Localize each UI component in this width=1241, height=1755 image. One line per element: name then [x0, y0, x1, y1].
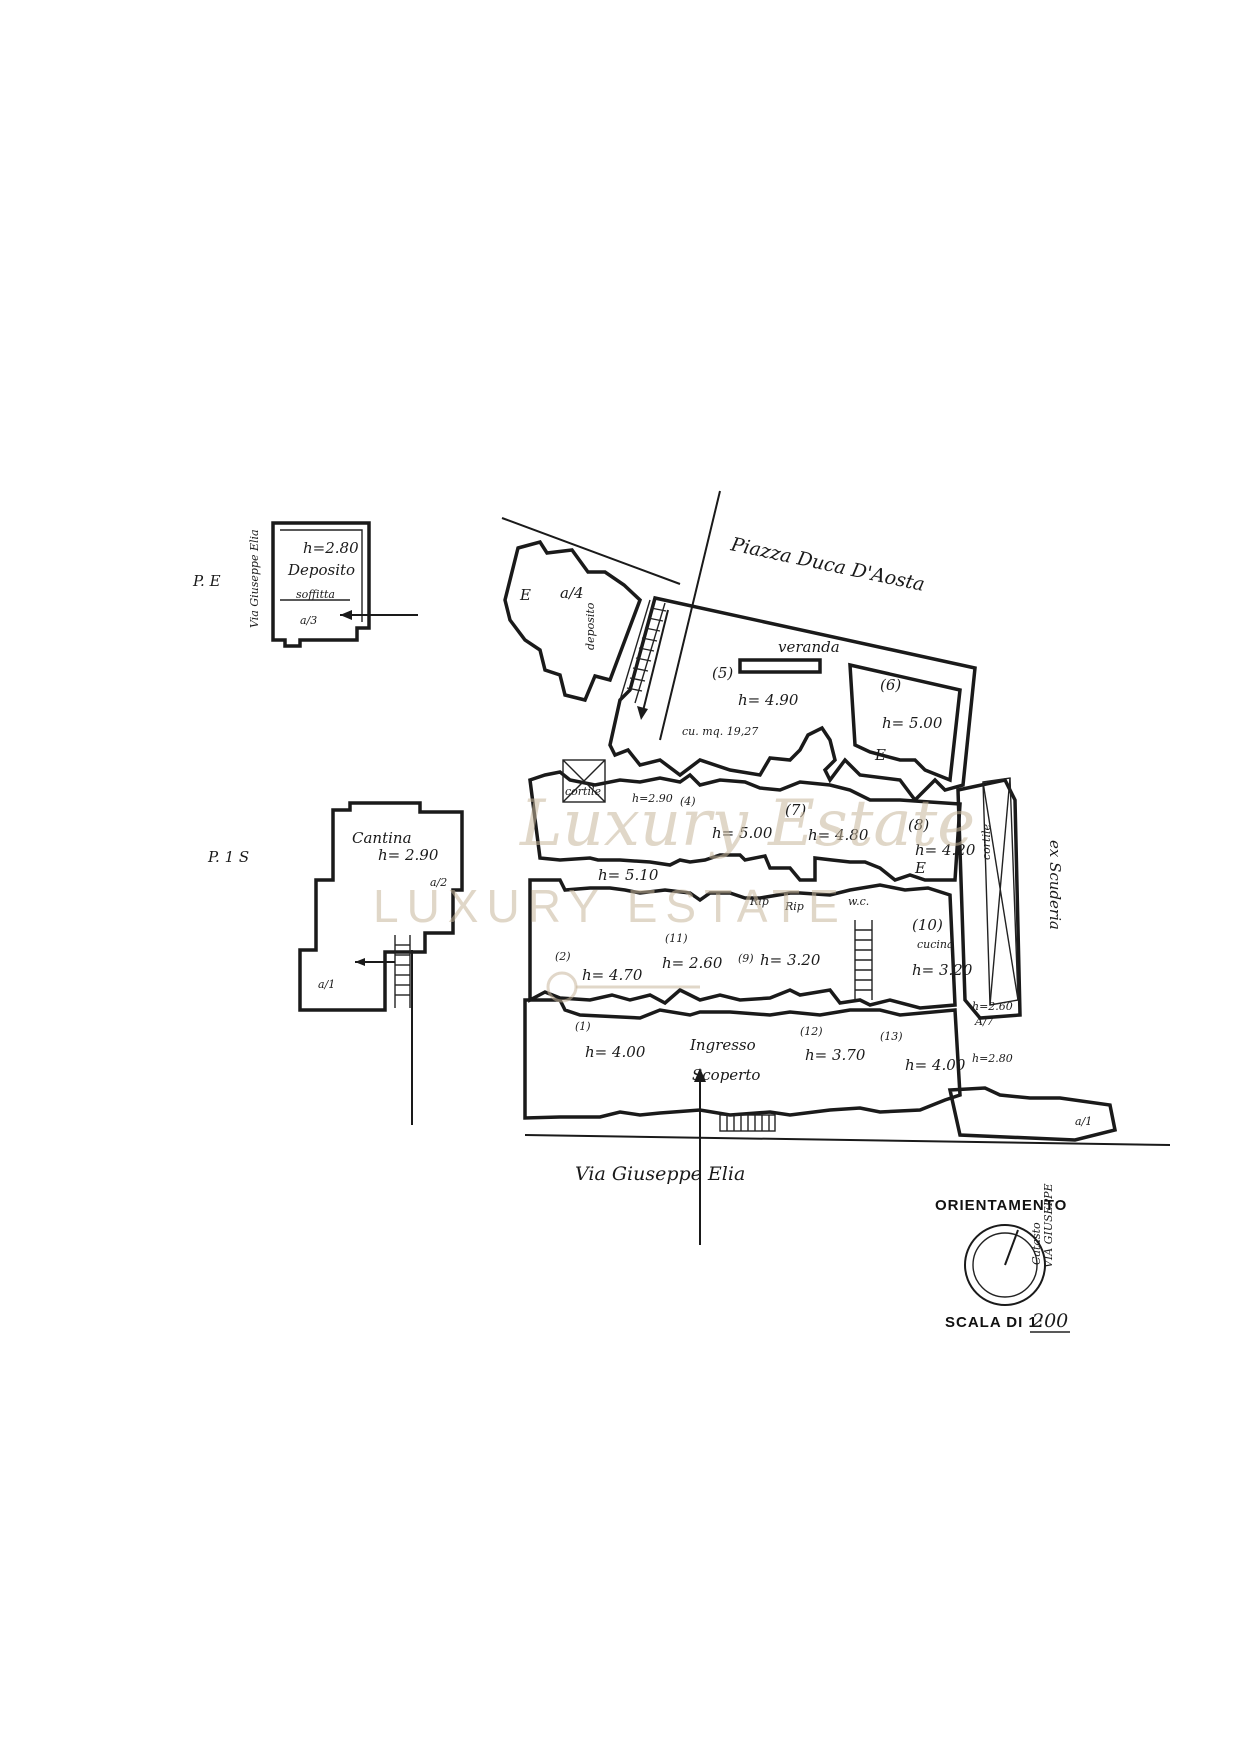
rip2-label: Rip — [784, 900, 804, 913]
room11-num: (11) — [665, 932, 688, 945]
room8-num: (8) — [908, 816, 929, 834]
room6-num: (6) — [880, 676, 901, 694]
room11-height: h= 2.60 — [662, 954, 723, 972]
a1-bottom-right: a/1 — [1075, 1115, 1092, 1128]
axis-line — [659, 490, 721, 741]
rip1-label: Rip — [749, 895, 769, 908]
room13-height: h= 4.00 — [905, 1056, 966, 1074]
room10-num: (10) — [912, 916, 943, 934]
room12-num: (12) — [800, 1025, 823, 1038]
room-code-a1: a/1 — [318, 978, 335, 991]
main-building: E a/4 deposito veranda (5) h= 4.90 cu. m… — [501, 490, 1171, 1245]
room-h510-height: h= 5.10 — [598, 866, 659, 884]
compass-inner — [972, 1232, 1038, 1298]
ingresso-label: Ingresso — [689, 1036, 756, 1054]
room10-height: h= 3.20 — [912, 961, 973, 979]
annex-top-street: Via Giuseppe Elia — [248, 529, 261, 628]
wing-nw-name: deposito — [584, 602, 597, 650]
cortile-west: cortile — [565, 785, 601, 798]
room9-height: h= 3.20 — [760, 951, 821, 969]
room8-letter: E — [914, 859, 926, 877]
watermark-caps: LUXURY ESTATE — [373, 880, 847, 932]
room6-letter: E — [874, 746, 886, 764]
scale-prefix: SCALA DI 1: — [945, 1314, 1044, 1331]
room2-num: (2) — [555, 950, 571, 963]
wing-nw-code: a/4 — [560, 584, 584, 602]
room8-height: h= 4.20 — [915, 841, 976, 859]
small-height-1: h=2.60 — [972, 1000, 1013, 1013]
orientation-block: ORIENTAMENTO Catasto VIA GIUSEPPE SCALA … — [935, 1183, 1070, 1333]
annex-top-code: a/3 — [300, 614, 317, 627]
street-line-north — [501, 517, 681, 585]
annex-top-name: Deposito — [287, 561, 355, 579]
a7-label: A/7 — [974, 1015, 994, 1028]
wc-label: w.c. — [848, 895, 869, 908]
room6-height: h= 5.00 — [882, 714, 943, 732]
scoperto-label: Scoperto — [692, 1066, 760, 1084]
room5-name: veranda — [778, 638, 840, 656]
annex-top-height: h=2.80 — [303, 539, 359, 557]
cortile-east: cortile — [980, 824, 993, 860]
room5-num: (5) — [712, 664, 733, 682]
wing-nw-letter: E — [519, 586, 531, 604]
watermark-script: Luxury Estate — [519, 787, 975, 861]
street-north: Piazza Duca D'Aosta — [728, 533, 927, 596]
room12-height: h= 3.70 — [805, 1046, 866, 1064]
room7-height: h= 4.80 — [808, 826, 869, 844]
stamp-line2: VIA GIUSEPPE — [1042, 1183, 1055, 1268]
cantina-name: Cantina — [352, 829, 412, 847]
small-height-2: h=2.80 — [972, 1052, 1013, 1065]
compass-needle-icon — [1004, 1229, 1019, 1266]
stair-height: h=2.90 — [632, 792, 673, 805]
annex-basement: Cantina h= 2.90 a/2 a/1 P. 1 S — [207, 801, 464, 1125]
room7-num: (7) — [785, 801, 806, 819]
room4-height: h= 5.00 — [712, 824, 773, 842]
annex-top: h=2.80 Deposito soffitta a/3 P. E Via Gi… — [192, 521, 418, 648]
annex-top-note: soffitta — [296, 588, 335, 601]
room5-area: cu. mq. 19,27 — [682, 725, 758, 738]
room9-num: (9) — [738, 952, 754, 965]
street-east: ex Scuderia — [1046, 840, 1064, 930]
room10-name: cucina — [917, 938, 954, 951]
room4-num: (4) — [680, 795, 696, 808]
room2-height: h= 4.70 — [582, 966, 643, 984]
annex-top-level: P. E — [192, 572, 221, 590]
orientation-label: ORIENTAMENTO — [935, 1197, 1067, 1214]
cantina-height: h= 2.90 — [378, 846, 439, 864]
room1-num: (1) — [575, 1020, 591, 1033]
compass-outer — [964, 1224, 1046, 1306]
cantina-code: a/2 — [430, 876, 447, 889]
watermark: Luxury Estate LUXURY ESTATE — [373, 787, 975, 1003]
stamp-line1: Catasto — [1030, 1222, 1043, 1265]
street-line-south — [524, 1134, 1171, 1146]
room13-num: (13) — [880, 1030, 903, 1043]
room5-height: h= 4.90 — [738, 691, 799, 709]
scale-value: 200 — [1031, 1310, 1068, 1332]
street-south: Via Giuseppe Elia — [575, 1163, 745, 1185]
room1-height: h= 4.00 — [585, 1043, 646, 1061]
annex-basement-level: P. 1 S — [207, 848, 249, 866]
